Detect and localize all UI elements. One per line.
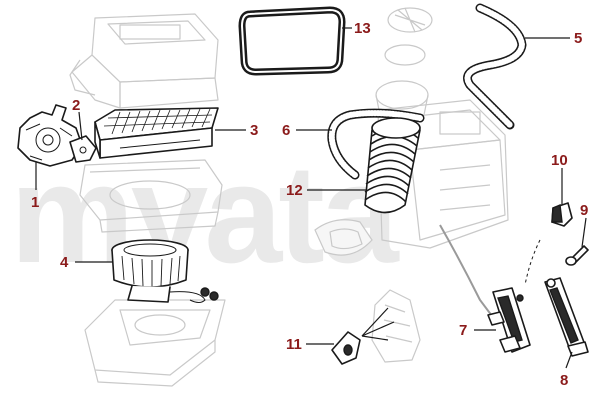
callout-9: 9 bbox=[580, 202, 588, 219]
callout-2: 2 bbox=[72, 97, 80, 114]
callout-12: 12 bbox=[286, 182, 303, 199]
heater-base-ghost bbox=[84, 299, 226, 387]
callout-6: 6 bbox=[282, 122, 290, 139]
heater-housing-right-ghost bbox=[377, 99, 509, 249]
part-10-clip bbox=[551, 202, 573, 227]
part-12-corrugated-hose bbox=[364, 117, 421, 214]
callout-8: 8 bbox=[560, 372, 568, 389]
control-cable bbox=[439, 224, 496, 321]
part-6-hose bbox=[327, 108, 425, 180]
part-7-control-slider bbox=[487, 287, 531, 353]
part-3-pollen-filter bbox=[94, 107, 219, 159]
part-1-blower-motor bbox=[17, 104, 83, 167]
leader-lines bbox=[35, 27, 587, 369]
callout-11: 11 bbox=[286, 336, 302, 353]
callout-13: 13 bbox=[354, 20, 371, 37]
heater-case-middle-ghost bbox=[79, 159, 223, 233]
part-13-seal bbox=[238, 6, 346, 76]
part-11-knob bbox=[331, 331, 361, 365]
callout-7: 7 bbox=[459, 322, 467, 339]
callout-5: 5 bbox=[574, 30, 582, 47]
callout-4: 4 bbox=[60, 254, 69, 271]
part-2-bracket bbox=[69, 135, 97, 163]
callout-3: 3 bbox=[250, 122, 258, 139]
callout-labels: 1 2 3 4 5 6 7 8 9 10 11 12 13 bbox=[31, 20, 588, 389]
cable-guide bbox=[524, 239, 541, 286]
part-4-blower-fan bbox=[111, 239, 219, 303]
part-9-screw bbox=[565, 245, 589, 266]
callout-10: 10 bbox=[551, 152, 568, 169]
part-8-rail bbox=[544, 277, 589, 357]
duct-outlet-ghost bbox=[314, 219, 373, 256]
lever-bracket-ghost bbox=[371, 289, 421, 363]
flange-ghost bbox=[375, 7, 433, 121]
part-5-hose bbox=[463, 3, 527, 130]
heater-housing-left-ghost bbox=[69, 13, 219, 109]
callout-1: 1 bbox=[31, 194, 39, 211]
